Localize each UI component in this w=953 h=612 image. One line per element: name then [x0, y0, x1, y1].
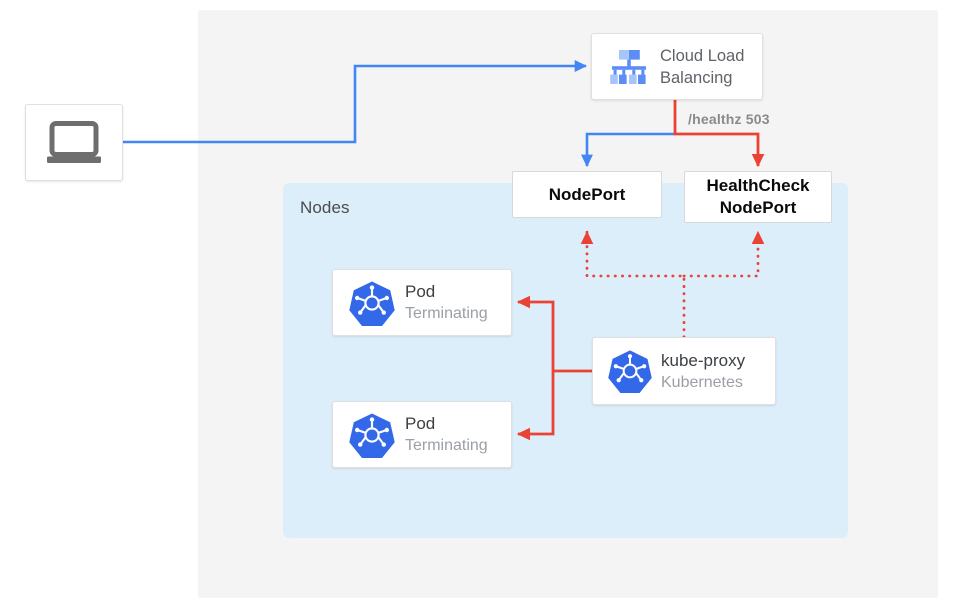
healthcheck-nodeport-box: HealthCheck NodePort	[684, 171, 832, 223]
cloud-load-balancing-title-line2: Balancing	[660, 68, 733, 87]
pod-subtitle: Terminating	[405, 437, 488, 454]
kube-proxy-subtitle: Kubernetes	[661, 373, 743, 391]
client-card	[25, 104, 123, 181]
pod-card: Pod Terminating	[332, 269, 512, 336]
pod-card: Pod Terminating	[332, 401, 512, 468]
pod-title: Pod	[405, 282, 436, 301]
cloud-load-balancing-card: Cloud Load Balancing	[591, 33, 763, 100]
kubernetes-icon	[593, 348, 661, 394]
kubernetes-icon	[333, 279, 405, 327]
nodes-region-label: Nodes	[300, 198, 350, 217]
nodeport-box: NodePort	[512, 171, 662, 218]
healthcheck-nodeport-label-line2: NodePort	[719, 198, 797, 217]
healthcheck-nodeport-label-line1: HealthCheck	[706, 176, 810, 195]
kube-proxy-card: kube-proxy Kubernetes	[592, 337, 776, 405]
kube-proxy-title: kube-proxy	[661, 350, 746, 370]
laptop-icon	[26, 120, 122, 166]
pod-subtitle: Terminating	[405, 305, 488, 322]
cloud-load-balancing-title-line1: Cloud Load	[660, 46, 745, 65]
pod-title: Pod	[405, 414, 436, 433]
cloud-load-balancing-icon	[592, 47, 660, 87]
healthz-edge-label: /healthz 503	[688, 111, 770, 127]
kubernetes-icon	[333, 411, 405, 459]
nodeport-label: NodePort	[548, 184, 626, 204]
